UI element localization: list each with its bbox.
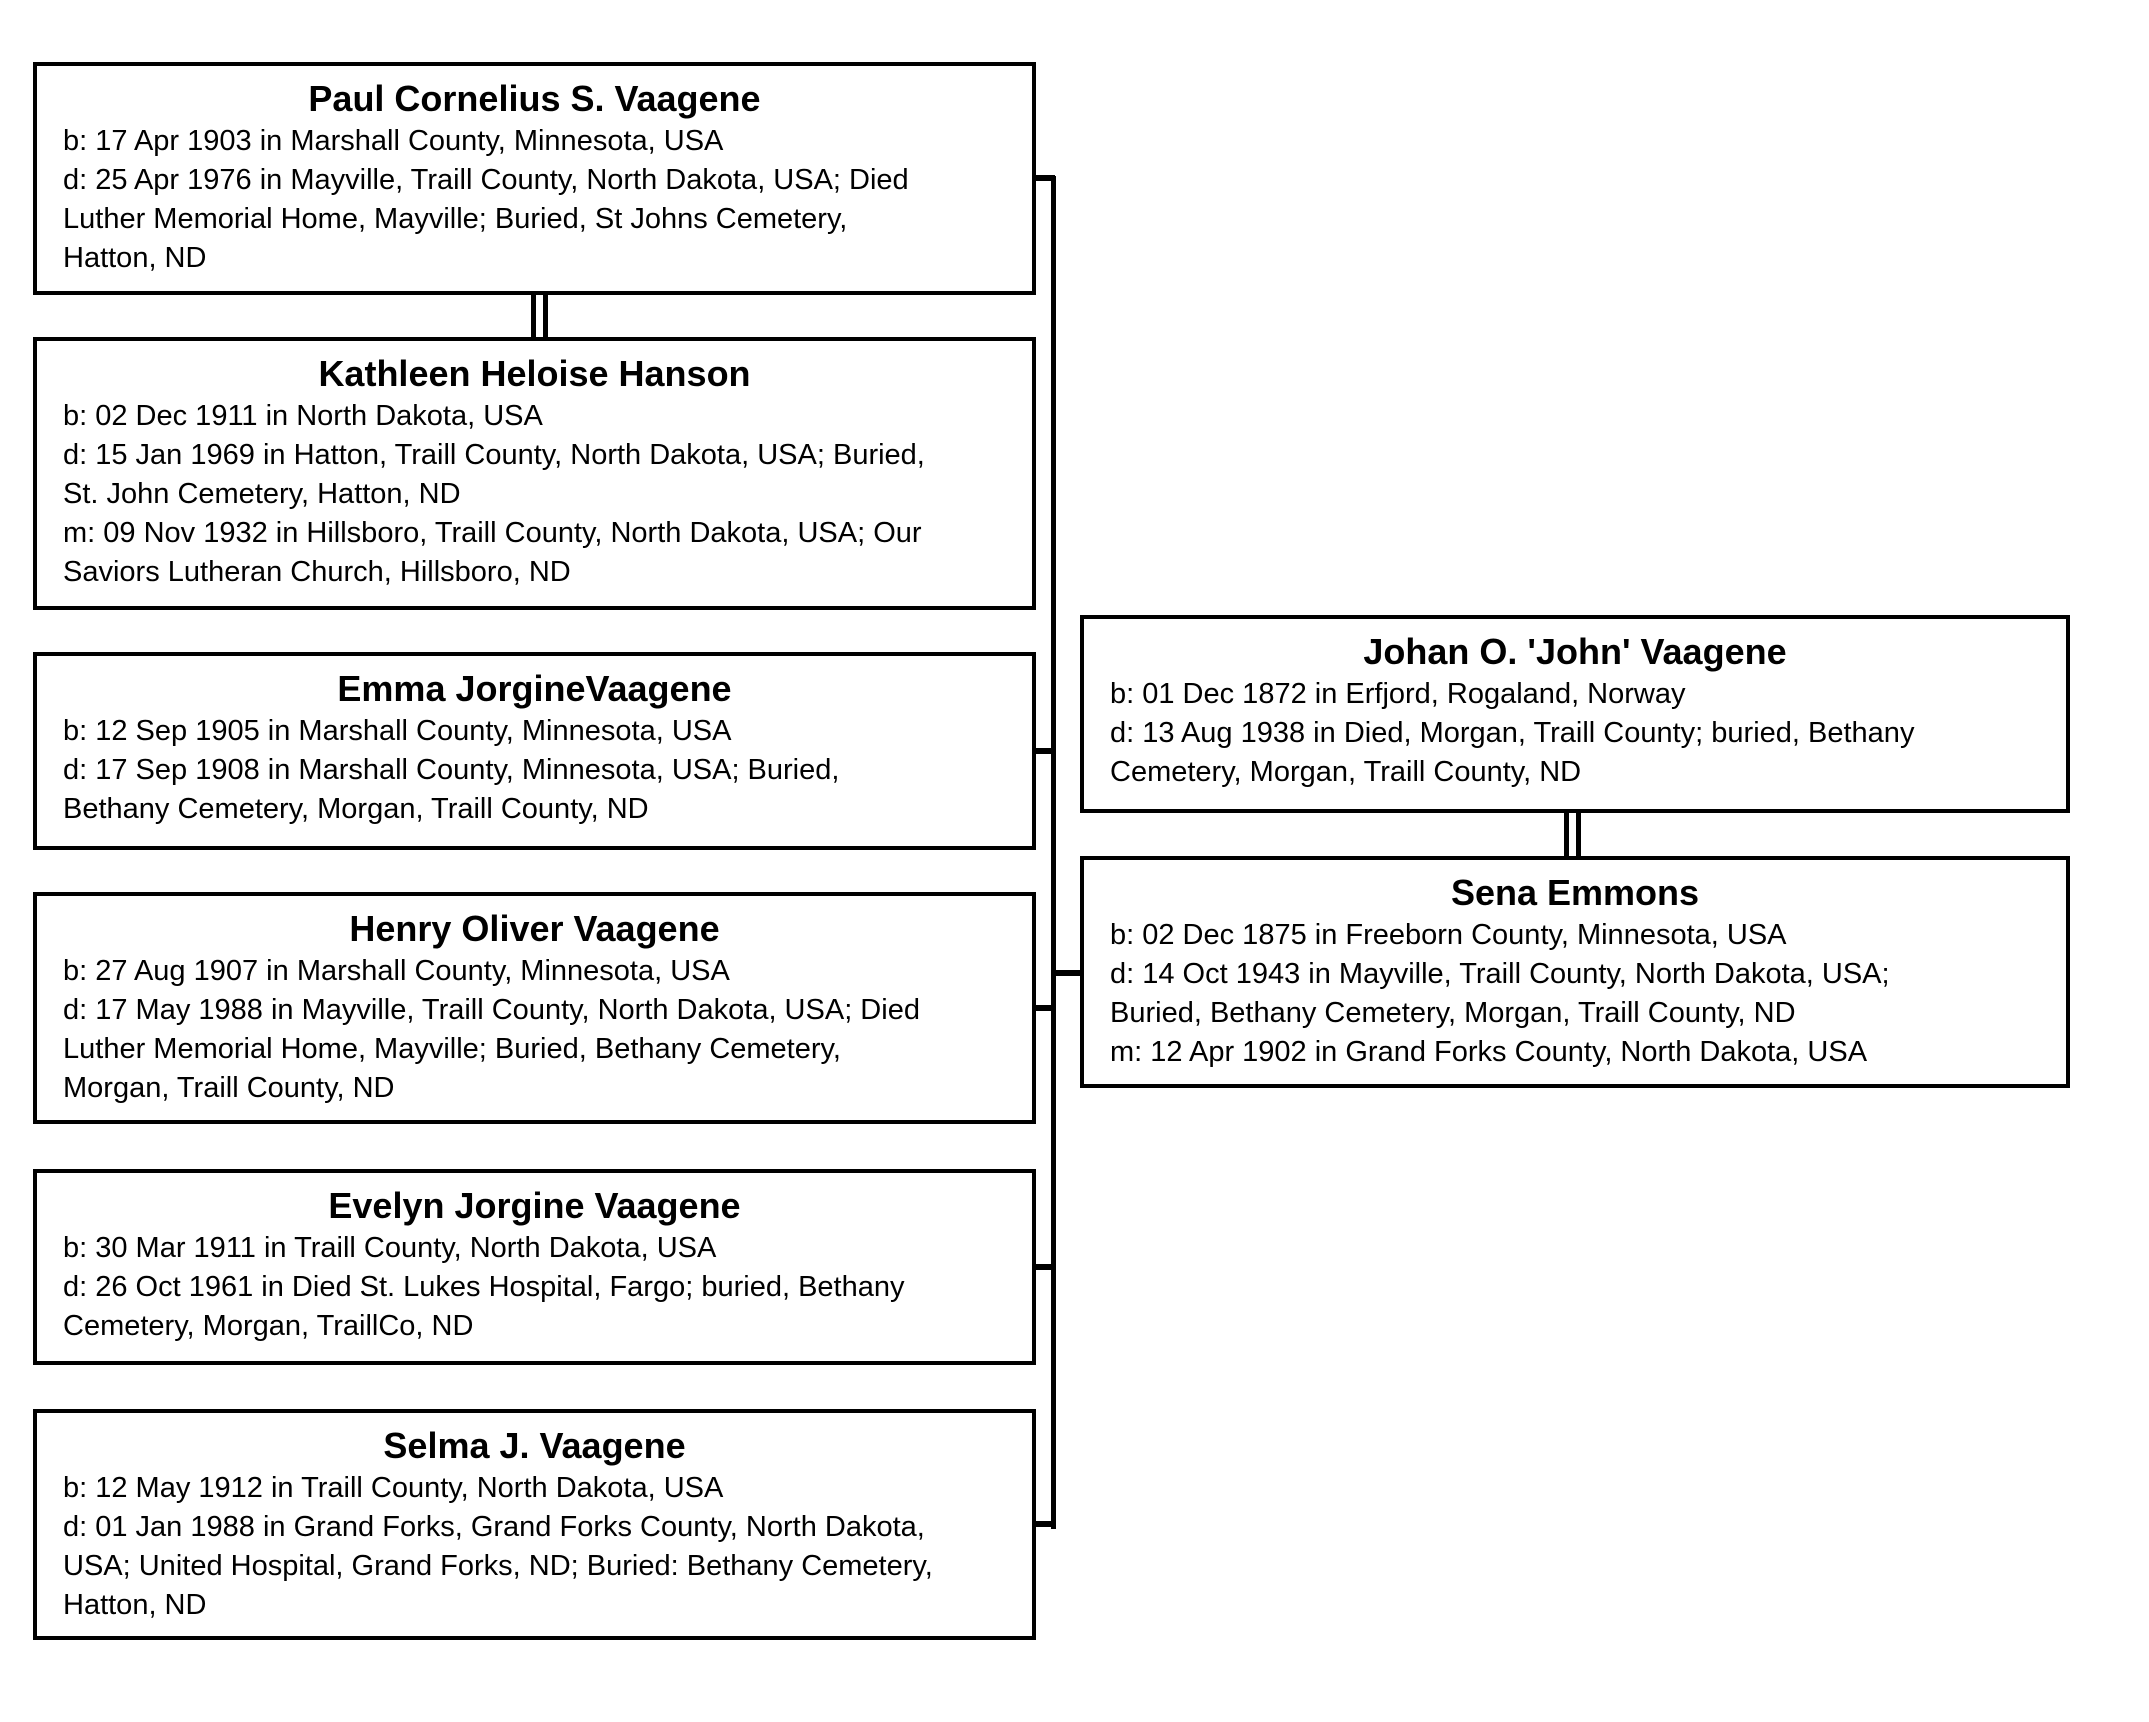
marriage-bars-paul-kathleen [543, 295, 548, 337]
detail-line: Cemetery, Morgan, TraillCo, ND [63, 1310, 474, 1342]
person-box-evelyn-jorgine-vaagene[interactable]: Evelyn Jorgine Vaagene b: 30 Mar 1911 in… [33, 1169, 1036, 1365]
detail-line: d: 25 Apr 1976 in Mayville, Traill Count… [63, 164, 909, 196]
connector-stub-evelyn [1033, 1264, 1055, 1270]
person-details: b: 02 Dec 1911 in North Dakota, USA d: 1… [63, 397, 1006, 592]
marriage-bars-paul-kathleen [531, 295, 536, 337]
connector-stub-selma [1033, 1521, 1055, 1527]
detail-line: Luther Memorial Home, Mayville; Buried, … [63, 203, 848, 235]
detail-line: d: 26 Oct 1961 in Died St. Lukes Hospita… [63, 1271, 905, 1303]
detail-line: Bethany Cemetery, Morgan, Traill County,… [63, 793, 649, 825]
detail-line: b: 17 Apr 1903 in Marshall County, Minne… [63, 125, 724, 157]
detail-line: m: 09 Nov 1932 in Hillsboro, Traill Coun… [63, 517, 922, 549]
detail-line: d: 01 Jan 1988 in Grand Forks, Grand For… [63, 1511, 925, 1543]
connector-stub-emma [1033, 748, 1055, 754]
person-name: Henry Oliver Vaagene [349, 908, 720, 949]
detail-line: Hatton, ND [63, 1589, 207, 1621]
detail-line: d: 17 May 1988 in Mayville, Traill Count… [63, 994, 920, 1026]
person-name: Emma JorgineVaagene [337, 668, 732, 709]
person-name: Kathleen Heloise Hanson [318, 353, 751, 394]
detail-line: Luther Memorial Home, Mayville; Buried, … [63, 1033, 841, 1065]
marriage-bars-johan-sena [1564, 813, 1569, 856]
person-name: Sena Emmons [1450, 872, 1700, 913]
person-details: b: 27 Aug 1907 in Marshall County, Minne… [63, 952, 1006, 1108]
person-name: Selma J. Vaagene [383, 1425, 686, 1466]
person-box-henry-oliver-vaagene[interactable]: Henry Oliver Vaagene b: 27 Aug 1907 in M… [33, 892, 1036, 1124]
person-box-kathleen-heloise-hanson[interactable]: Kathleen Heloise Hanson b: 02 Dec 1911 i… [33, 337, 1036, 610]
person-box-selma-j-vaagene[interactable]: Selma J. Vaagene b: 12 May 1912 in Trail… [33, 1409, 1036, 1640]
sibling-trunk-line [1051, 176, 1056, 1529]
person-name: Johan O. 'John' Vaagene [1363, 631, 1787, 672]
person-box-sena-emmons[interactable]: Sena Emmons b: 02 Dec 1875 in Freeborn C… [1080, 856, 2070, 1088]
person-box-emma-jorgine-vaagene[interactable]: Emma JorgineVaagene b: 12 Sep 1905 in Ma… [33, 652, 1036, 850]
detail-line: Saviors Lutheran Church, Hillsboro, ND [63, 556, 571, 588]
detail-line: Cemetery, Morgan, Traill County, ND [1110, 756, 1582, 788]
detail-line: b: 01 Dec 1872 in Erfjord, Rogaland, Nor… [1110, 678, 1686, 710]
detail-line: d: 14 Oct 1943 in Mayville, Traill Count… [1110, 958, 1890, 990]
detail-line: St. John Cemetery, Hatton, ND [63, 478, 461, 510]
person-details: b: 01 Dec 1872 in Erfjord, Rogaland, Nor… [1110, 675, 2040, 792]
detail-line: Hatton, ND [63, 242, 207, 274]
detail-line: b: 02 Dec 1911 in North Dakota, USA [63, 400, 543, 432]
person-name: Evelyn Jorgine Vaagene [328, 1185, 741, 1226]
detail-line: b: 27 Aug 1907 in Marshall County, Minne… [63, 955, 730, 987]
detail-line: d: 15 Jan 1969 in Hatton, Traill County,… [63, 439, 925, 471]
detail-line: d: 13 Aug 1938 in Died, Morgan, Traill C… [1110, 717, 1915, 749]
person-details: b: 12 Sep 1905 in Marshall County, Minne… [63, 712, 1006, 829]
detail-line: b: 30 Mar 1911 in Traill County, North D… [63, 1232, 717, 1264]
detail-line: USA; United Hospital, Grand Forks, ND; B… [63, 1550, 933, 1582]
connector-stub-parents [1051, 970, 1084, 976]
person-box-johan-o-john-vaagene[interactable]: Johan O. 'John' Vaagene b: 01 Dec 1872 i… [1080, 615, 2070, 813]
detail-line: m: 12 Apr 1902 in Grand Forks County, No… [1110, 1036, 1868, 1068]
person-name: Paul Cornelius S. Vaagene [308, 78, 761, 119]
detail-line: b: 12 Sep 1905 in Marshall County, Minne… [63, 715, 732, 747]
person-details: b: 12 May 1912 in Traill County, North D… [63, 1469, 1006, 1625]
connector-stub-paul [1033, 175, 1055, 181]
person-details: b: 17 Apr 1903 in Marshall County, Minne… [63, 122, 1006, 278]
detail-line: b: 02 Dec 1875 in Freeborn County, Minne… [1110, 919, 1787, 951]
detail-line: Morgan, Traill County, ND [63, 1072, 395, 1104]
detail-line: d: 17 Sep 1908 in Marshall County, Minne… [63, 754, 840, 786]
person-details: b: 30 Mar 1911 in Traill County, North D… [63, 1229, 1006, 1346]
marriage-bars-johan-sena [1576, 813, 1581, 856]
detail-line: Buried, Bethany Cemetery, Morgan, Traill… [1110, 997, 1796, 1029]
detail-line: b: 12 May 1912 in Traill County, North D… [63, 1472, 724, 1504]
person-box-paul-cornelius-s-vaagene[interactable]: Paul Cornelius S. Vaagene b: 17 Apr 1903… [33, 62, 1036, 295]
connector-stub-henry [1033, 1005, 1055, 1011]
person-details: b: 02 Dec 1875 in Freeborn County, Minne… [1110, 916, 2040, 1072]
